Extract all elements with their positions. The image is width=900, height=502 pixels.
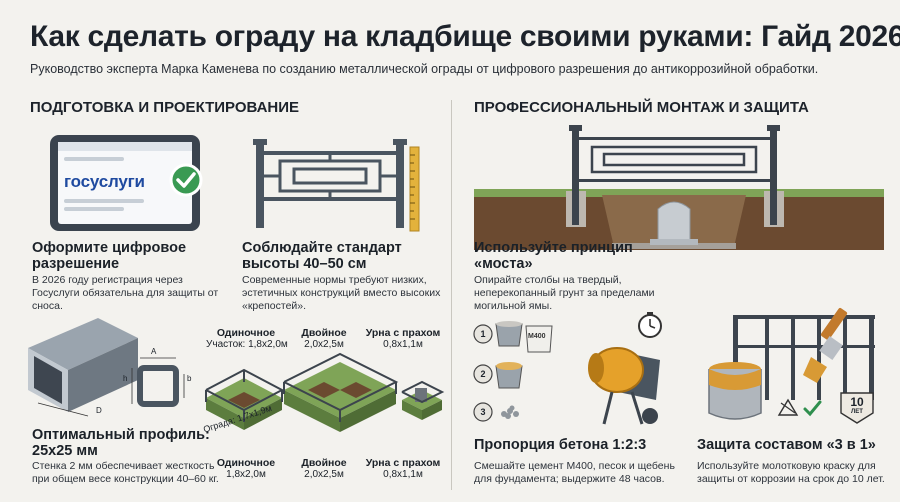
gravel-icon: [501, 405, 519, 419]
bridge-title: Используйте принцип «моста»: [474, 240, 633, 272]
profile-title: Оптимальный профиль: 25x25 мм: [32, 427, 210, 459]
paint-brush-icon: [803, 307, 848, 383]
badge-unit: ЛЕТ: [851, 409, 863, 415]
stopwatch-icon: [638, 312, 662, 338]
warning-icon: [777, 398, 799, 416]
checkmark-icon: [803, 400, 822, 417]
profile-dim-h: h: [123, 374, 128, 383]
concrete-mixer-icon: [588, 347, 660, 425]
ruler-icon: [409, 146, 420, 232]
profile-dim-b: b: [187, 374, 192, 383]
tablet-gosuslugi-illustration: [50, 135, 203, 231]
page-title: Как сделать ограду на кладбище своими ру…: [30, 20, 900, 53]
badge-number: 10: [850, 395, 864, 409]
profile-dim-d: D: [96, 406, 102, 415]
paint-can-icon: [708, 362, 762, 420]
section-title-installation: ПРОФЕССИОНАЛЬНЫЙ МОНТАЖ И ЗАЩИТА: [474, 99, 809, 116]
plots-comparison-illustration: [205, 352, 445, 432]
section-title-preparation: ПОДГОТОВКА И ПРОЕКТИРОВАНИЕ: [30, 99, 300, 116]
step-number-icon: [473, 324, 493, 422]
section-divider: [451, 100, 452, 490]
height-text: Современные нормы требуют низких, эстети…: [242, 274, 441, 312]
protect-title: Защита составом «3 в 1»: [697, 437, 876, 453]
protect-text: Используйте молотковую краску для защиты…: [697, 460, 885, 485]
fence-height-illustration: [253, 139, 420, 232]
permit-text: В 2026 году регистрация через Госуслуги …: [32, 274, 219, 312]
step-number-2: 2: [480, 369, 486, 379]
page-subtitle: Руководство эксперта Марка Каменева по с…: [30, 62, 819, 76]
years-badge-icon: [840, 392, 874, 424]
profile-dim-a: A: [151, 347, 157, 356]
bridge-text: Опирайте столбы на твердый, неперекопанн…: [474, 274, 655, 312]
concrete-mixing-illustration: [473, 312, 662, 425]
check-icon: [169, 163, 203, 197]
permit-title: Оформите цифровое разрешение: [32, 240, 187, 272]
sand-bucket-icon: [495, 362, 523, 389]
cement-bag-label: М400: [528, 333, 546, 340]
bridge-principle-illustration: [474, 125, 884, 250]
step-number-1: 1: [480, 329, 486, 339]
height-title: Соблюдайте стандарт высоты 40–50 см: [242, 240, 402, 272]
concrete-text: Смешайте цемент М400, песок и щебень для…: [474, 460, 675, 485]
profile-text: Стенка 2 мм обеспечивает жесткость при о…: [32, 460, 219, 485]
concrete-title: Пропорция бетона 1:2:3: [474, 437, 647, 453]
gravestone-icon: [650, 201, 698, 245]
gosuslugi-logo: госуслуги: [64, 172, 145, 191]
cement-bag-icon: [525, 325, 553, 353]
paint-protection-illustration: [708, 307, 875, 424]
square-profile-illustration: [28, 318, 185, 417]
step-number-3: 3: [480, 407, 486, 417]
bucket-icon: [495, 321, 523, 347]
